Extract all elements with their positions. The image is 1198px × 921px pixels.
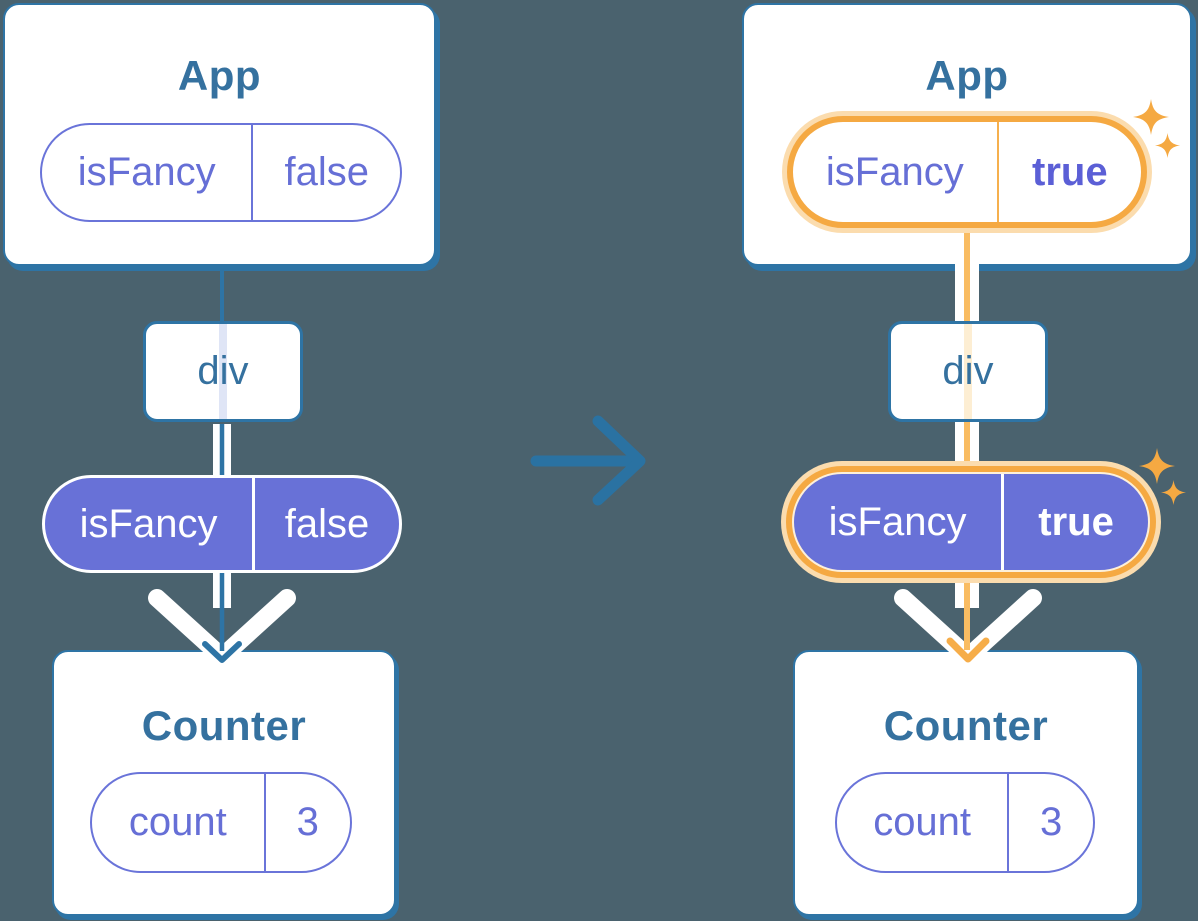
right-arrowhead-down-icon [946,637,990,663]
component-title-counter-right: Counter [883,702,1049,749]
state-key: isFancy [825,149,964,194]
sparkle-icon [1133,99,1169,135]
sparkle-icon [1155,133,1180,158]
counter-state-pill-left: count 3 [90,772,352,873]
prop-key: isFancy [828,499,967,544]
passed-prop-pill-right-highlighted: isFancy true [786,466,1156,578]
div-node-left: div [143,321,303,422]
left-arrowhead-down-icon [202,641,242,663]
state-key: count [128,800,227,844]
div-node-label: div [942,349,994,393]
state-key: count [873,800,972,844]
app-state-pill-left: isFancy false [40,123,402,222]
div-node-label: div [197,349,249,393]
prop-passthrough-stripe [964,324,972,419]
prop-value: false [252,478,399,570]
counter-state-pill-right: count 3 [835,772,1095,873]
state-key: isFancy [77,150,216,194]
state-value: 3 [1007,774,1093,871]
div-node-right: div [888,321,1048,422]
sparkle-icon [1161,480,1186,505]
sparkle-icon [1139,448,1175,484]
state-value: 3 [263,774,350,871]
prop-value: true [1001,474,1148,570]
passed-prop-pill-left: isFancy false [42,475,402,573]
component-title-app-right: App [925,52,1009,99]
prop-passthrough-stripe [219,324,227,419]
prop-key: isFancy [79,501,218,546]
state-value: false [251,125,400,220]
component-title-counter-left: Counter [141,702,307,749]
app-state-pill-right-highlighted: isFancy true [787,116,1147,228]
transition-arrow-icon [530,415,646,506]
component-title-app-left: App [177,52,262,99]
state-value: true [996,122,1141,222]
